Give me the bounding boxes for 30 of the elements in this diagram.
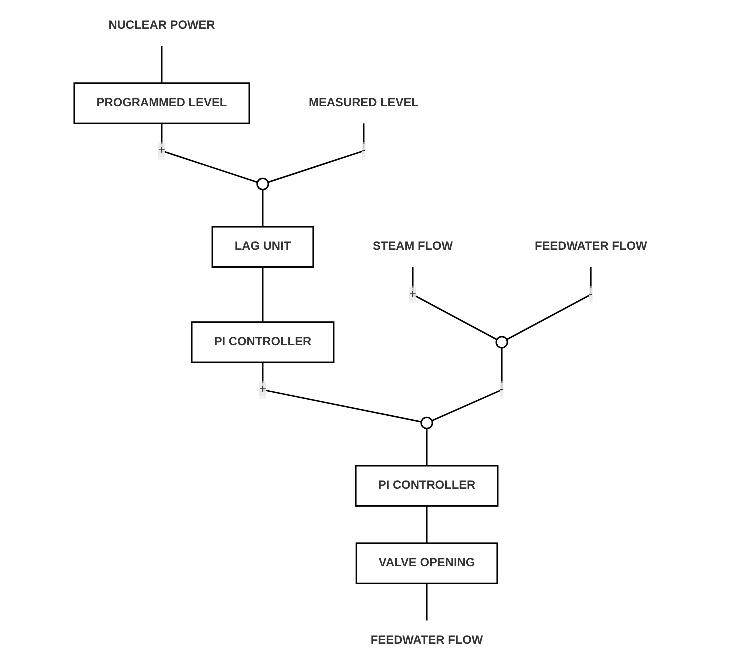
node-box: PI CONTROLLER [191, 322, 335, 364]
edge-label: - [589, 288, 594, 301]
node-box: LAG UNIT [212, 226, 314, 268]
edge-label: + [410, 288, 416, 301]
connector [426, 428, 428, 466]
node-text: MEASURED LEVEL [309, 96, 419, 110]
connector [262, 362, 422, 423]
node-text: FEEDWATER FLOW [370, 634, 484, 647]
node-circle [420, 416, 434, 430]
edge-label: + [158, 144, 166, 158]
connector [506, 267, 592, 340]
node-circle [256, 178, 270, 191]
connector [412, 267, 498, 340]
node-circle [496, 336, 508, 349]
connector [262, 190, 264, 228]
node-box: VALVE OPENING [356, 542, 498, 584]
node-text: NUCLEAR POWER [108, 19, 216, 32]
node-text: FEEDWATER FLOW [534, 240, 648, 254]
connector [161, 124, 258, 184]
connector [426, 584, 428, 621]
edge-label: + [260, 383, 266, 396]
edge-label: - [500, 383, 504, 396]
connector [161, 46, 163, 84]
node-box: PROGRAMMED LEVEL [74, 82, 250, 124]
node-box: PI CONTROLLER [355, 465, 499, 507]
edge-label: - [362, 144, 366, 158]
connector [432, 348, 503, 422]
node-text: STEAM FLOW [372, 240, 454, 254]
connector [262, 267, 264, 322]
connector [426, 506, 428, 544]
